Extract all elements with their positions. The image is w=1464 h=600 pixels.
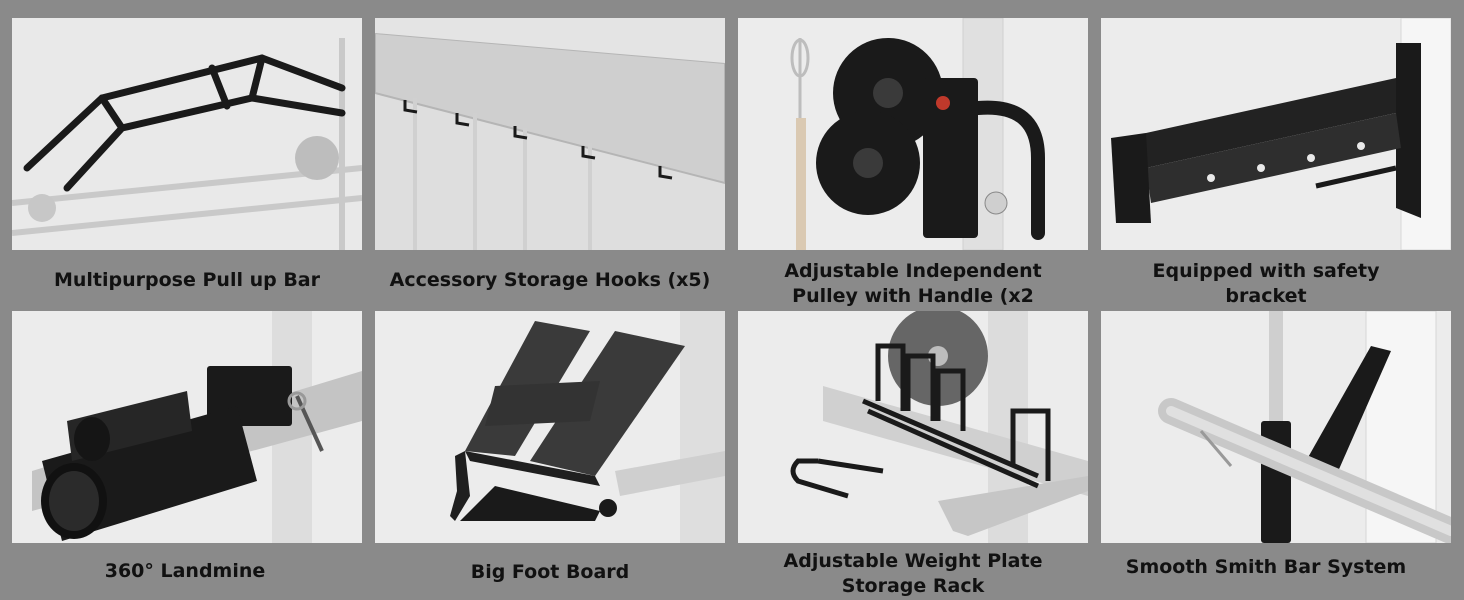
pull-up-bar-icon [12,18,362,250]
feature-tile-smith-bar [1101,311,1451,543]
feature-caption-smith-bar: Smooth Smith Bar System [1125,556,1407,578]
smith-bar-icon [1101,311,1451,543]
storage-hooks-icon [375,18,725,250]
feature-caption-safety-bracket: Equipped with safety bracket [1152,260,1380,307]
feature-caption-weight-plate-rack: Adjustable Weight Plate Storage Rack [783,550,1043,597]
feature-caption-pull-up-bar: Multipurpose Pull up Bar [53,269,320,291]
feature-tile-pulley [738,18,1088,250]
feature-tile-storage-hooks [375,18,725,250]
feature-tile-safety-bracket [1101,18,1451,250]
landmine-icon [12,311,362,543]
feature-caption-pulley: Adjustable Independent Pulley with Handl… [784,260,1042,307]
feature-tile-pull-up-bar [12,18,362,250]
feature-caption-landmine: 360° Landmine [104,560,266,582]
feature-caption-storage-hooks: Accessory Storage Hooks (x5) [389,269,711,291]
feature-caption-foot-board: Big Foot Board [470,561,630,583]
pulley-icon [738,18,1088,250]
feature-tile-weight-plate-rack [738,311,1088,543]
weight-plate-rack-icon [738,311,1088,543]
feature-tile-landmine [12,311,362,543]
foot-board-icon [375,311,725,543]
safety-bracket-icon [1101,18,1451,250]
feature-tile-foot-board [375,311,725,543]
